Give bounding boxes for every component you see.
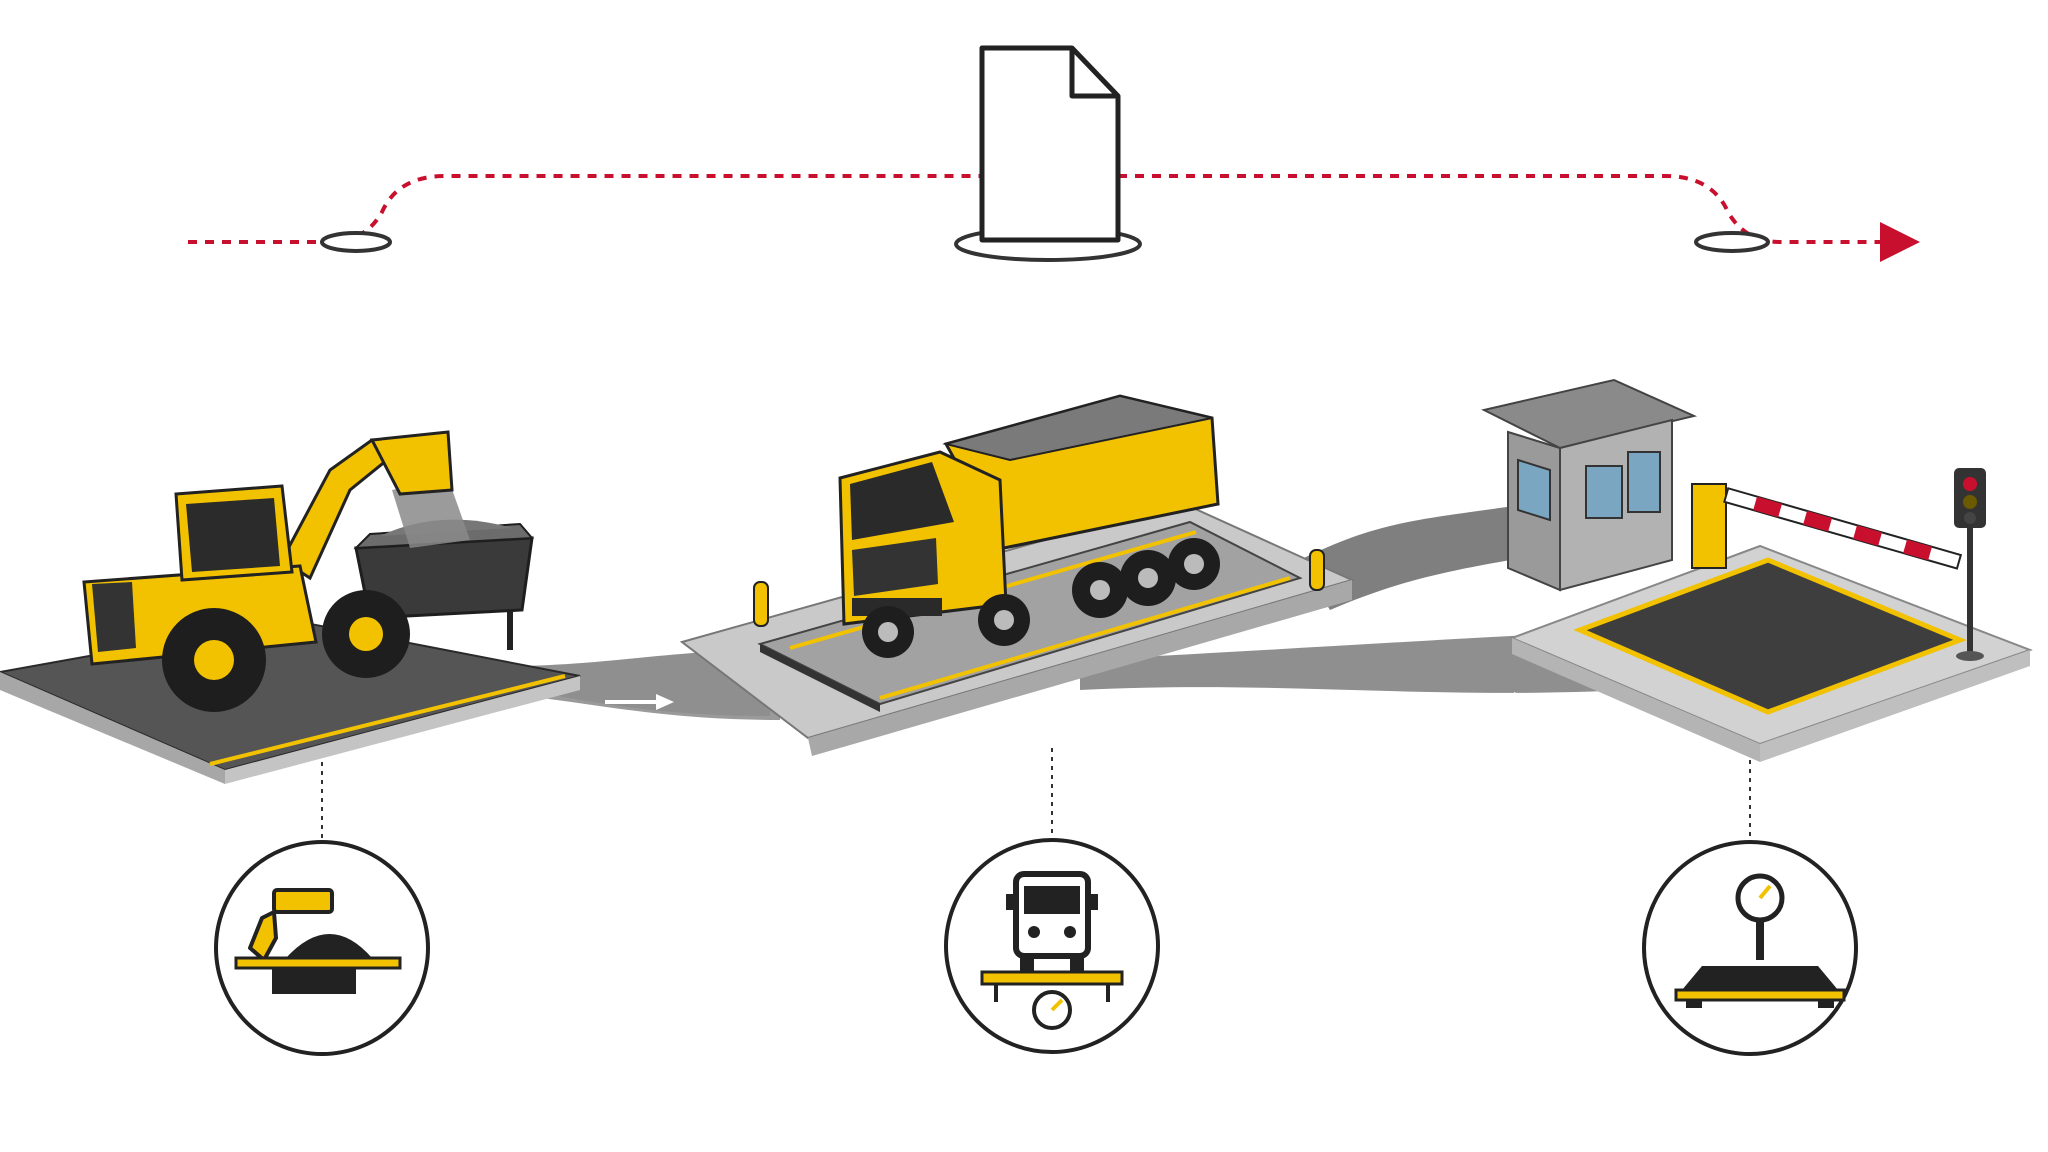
gate-scale-scene — [1481, 378, 2033, 762]
truck-on-scale-icon — [944, 838, 1160, 1054]
falling-gravel — [392, 478, 470, 548]
document-flow — [188, 45, 1920, 262]
flow-arrow — [605, 694, 674, 710]
loading-scene — [0, 430, 581, 784]
bollard — [1309, 549, 1325, 591]
guard-booth — [1481, 378, 1698, 592]
flow-node-end — [1694, 231, 1770, 253]
document-icon — [979, 45, 1121, 243]
traffic-light — [1954, 468, 1986, 661]
bollard — [753, 581, 769, 627]
road-middle — [1080, 630, 1630, 693]
flow-line — [188, 174, 990, 244]
wheel-loader — [82, 430, 454, 712]
truck-scale-scene — [679, 394, 1355, 756]
icon-connectors — [321, 748, 1751, 842]
barrier-gate — [1691, 483, 1963, 570]
flow-node-start — [320, 231, 392, 253]
dial-scale-icon — [1642, 840, 1858, 1056]
road-back — [1300, 505, 1540, 610]
dump-truck — [838, 394, 1220, 658]
barrier-arm — [1723, 487, 1963, 570]
loader-hopper-icon — [214, 840, 430, 1056]
flow-arrow — [1462, 692, 1532, 708]
flow-line — [1118, 174, 1920, 262]
platform-scale-deck — [1573, 557, 1967, 715]
